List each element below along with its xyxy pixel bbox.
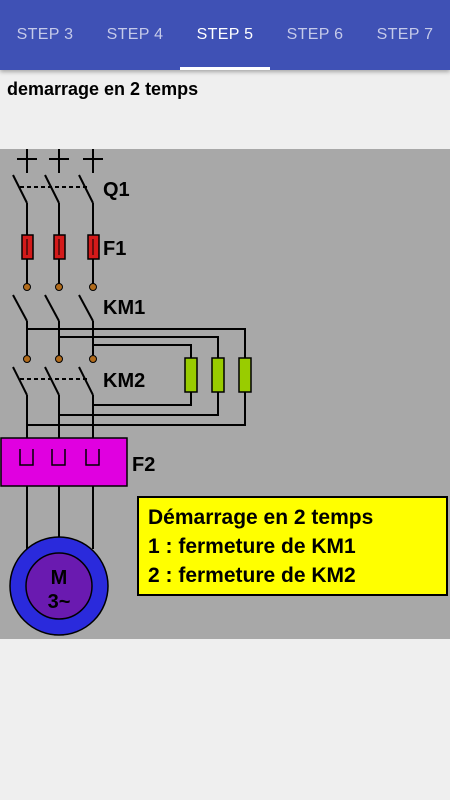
resistor-3 <box>238 357 252 393</box>
page-title: demarrage en 2 temps <box>7 79 199 99</box>
resistor-1 <box>184 357 198 393</box>
label-km1: KM1 <box>103 297 145 319</box>
km1-contactor <box>12 283 97 322</box>
caption-line-1: Démarrage en 2 temps <box>148 506 373 529</box>
caption-box: Démarrage en 2 temps 1 : fermeture de KM… <box>137 496 448 596</box>
tab-step-6[interactable]: STEP 6 <box>286 26 344 43</box>
active-tab-indicator <box>180 67 270 70</box>
motor-label-3phase: 3~ <box>48 591 71 613</box>
label-km2: KM2 <box>103 370 145 392</box>
starting-resistors <box>184 357 252 393</box>
caption-line-3: 2 : fermeture de KM2 <box>148 564 356 587</box>
f1-fuses <box>21 234 100 260</box>
tab-step-5[interactable]: STEP 5 <box>196 26 254 43</box>
caption-line-2: 1 : fermeture de KM1 <box>148 535 356 558</box>
tab-step-7[interactable]: STEP 7 <box>376 26 434 43</box>
label-f1: F1 <box>103 238 126 260</box>
bypass-wires <box>26 321 246 358</box>
tab-step-4[interactable]: STEP 4 <box>106 26 164 43</box>
wiring-diagram-svg: Q1 F1 KM1 <box>0 149 450 639</box>
tab-bar: STEP 3 STEP 4 STEP 5 STEP 6 STEP 7 <box>0 0 450 70</box>
q1-switch <box>12 174 94 235</box>
resistor-2 <box>211 357 225 393</box>
label-q1: Q1 <box>103 179 130 201</box>
supply-terminals <box>17 149 103 173</box>
resistor-return-wires <box>26 392 246 441</box>
motor-icon: M 3~ <box>9 536 109 636</box>
wiring-diagram: Q1 F1 KM1 <box>0 149 450 639</box>
tab-step-3[interactable]: STEP 3 <box>16 26 74 43</box>
tabs-row: STEP 3 STEP 4 STEP 5 STEP 6 STEP 7 <box>0 0 450 70</box>
label-f2: F2 <box>132 454 155 476</box>
f1-to-km1-wires <box>26 259 94 285</box>
km2-contactor <box>12 355 97 396</box>
motor-feed-wires <box>26 486 94 549</box>
motor-label-m: M <box>51 567 68 589</box>
f2-thermal-relay <box>0 437 128 487</box>
